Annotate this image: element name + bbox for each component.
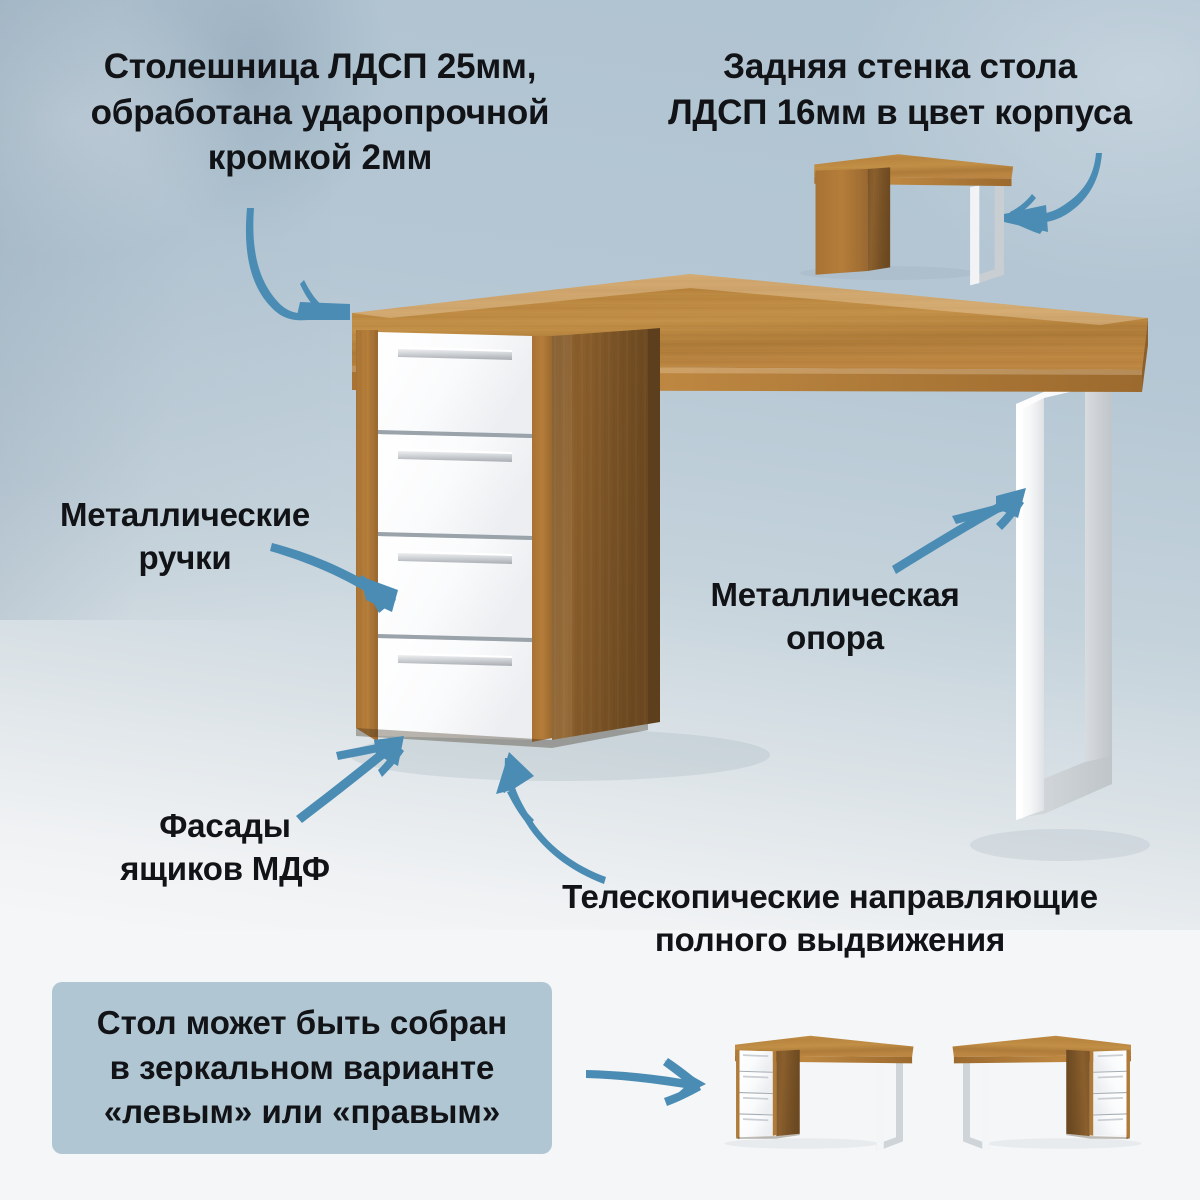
main-desk-illustration [350, 274, 1150, 861]
callout-back-panel: Задняя стенка стола ЛДСП 16мм в цвет кор… [668, 47, 1132, 132]
mirror-variant-note-box: Стол может быть собран в зеркальном вари… [52, 982, 552, 1154]
callout-worktop: Столешница ЛДСП 25мм, обработана ударопр… [90, 47, 550, 177]
callout-facades: Фасады ящиков МДФ [120, 807, 330, 887]
mirror-right-thumb [952, 1035, 1142, 1151]
drawer-handle [398, 346, 512, 666]
back-view-thumb [799, 154, 1014, 286]
mirror-variant-note-text: Стол может быть собран в зеркальном вари… [96, 1003, 508, 1131]
callout-handles: Металлические ручки [59, 496, 311, 576]
mirror-left-thumb [724, 1035, 914, 1151]
desk-back-panel [648, 328, 660, 724]
callout-rails: Телескопические направляющие полного выд… [562, 878, 1098, 958]
drawer-front [378, 332, 532, 740]
metal-leg [1016, 366, 1112, 820]
callout-support: Металлическая опора [710, 576, 960, 656]
drawer-cabinet [356, 328, 660, 742]
